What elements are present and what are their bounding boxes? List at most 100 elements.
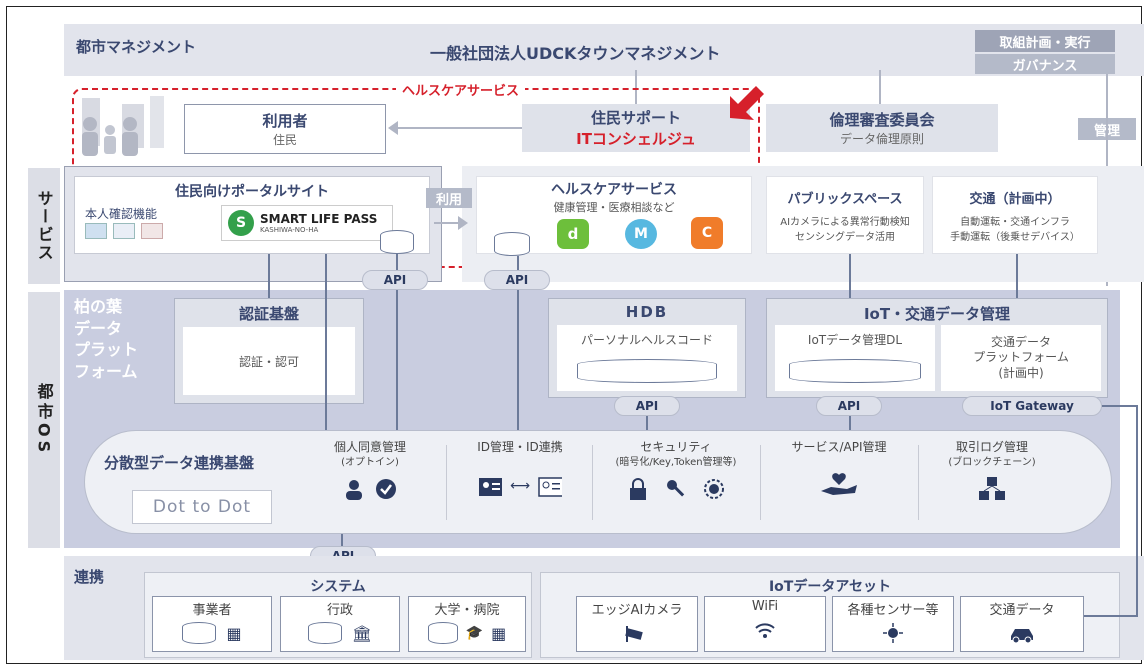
dot-to-dot-logo: Dot to Dot [132, 490, 272, 524]
family-icon [82, 96, 164, 156]
line-portal-auth [268, 254, 270, 298]
line-hdb-api [646, 398, 648, 440]
api-pill-iot: API [816, 396, 882, 416]
government-icon: 🏛 [351, 623, 373, 643]
link-arrow-icon: ⟷ [509, 477, 531, 494]
lock-icon [626, 477, 650, 501]
check-icon [374, 477, 398, 501]
system-item-univ: 大学・病院 🎓▦ [408, 596, 526, 652]
gateway-connector-h2 [1084, 615, 1138, 617]
arrow-portal-health [434, 222, 460, 224]
line-traffic [1016, 254, 1018, 298]
traffic-line2: 手動運転（後乗せデバイス） [950, 231, 1080, 243]
health-title: ヘルスケアサービス [551, 182, 677, 198]
id-card-icon-3 [141, 223, 163, 239]
id-card-icon-2 [113, 223, 135, 239]
line-public [849, 254, 851, 298]
traffic-line1: 自動運転・交通インフラ [960, 216, 1070, 228]
public-space-box: パブリックスペース AIカメラによる異常行動検知 センシングデータ活用 [766, 176, 924, 254]
iot-item-edge-ai: エッジAIカメラ [576, 596, 698, 652]
user-sub: 住民 [272, 133, 297, 147]
building-icon: ▦ [226, 623, 242, 643]
key-icon [664, 477, 688, 501]
system-item-gov: 行政 🏛 [280, 596, 400, 652]
auth-base-title: 認証基盤 [238, 305, 299, 323]
hospital-icon: ▦ [491, 623, 507, 643]
udck-org-title: 一般社団法人UDCKタウンマネジメント [430, 44, 721, 63]
health-db-icon [494, 232, 530, 256]
consent-mgmt: 個人同意管理(オプトイン) [300, 440, 440, 526]
security: セキュリティ(暗号化/Key,Token管理等) [596, 440, 756, 526]
arrow-mgmt-ethics [879, 70, 881, 104]
line-api-1 [396, 254, 398, 444]
city-management-label: 都市マネジメント [76, 38, 197, 56]
portal-db-icon [380, 230, 414, 254]
plan-execute-tag: 取組計画・実行 [975, 30, 1115, 52]
iot-item-wifi: WiFi [704, 596, 826, 652]
system-item-business: 事業者 ▦ [152, 596, 272, 652]
arrow-mgmt-support [635, 70, 637, 104]
iot-db-icon [789, 359, 921, 383]
public-title: パブリックスペース [787, 191, 903, 207]
id-card-icon [478, 474, 502, 498]
sensor-icon [883, 623, 903, 643]
person-icon [342, 477, 366, 501]
red-highlight-arrow [730, 86, 764, 120]
user-title: 利用者 [262, 112, 308, 130]
smart-life-pass-logo[interactable]: S SMART LIFE PASS KASHIWA-NO-HA [221, 205, 393, 241]
hdb-box: HDB パーソナルヘルスコード [548, 298, 746, 398]
line-api-2 [517, 256, 519, 444]
slp-logo-icon: S [228, 210, 254, 236]
transaction-log-mgmt: 取引ログ管理(ブロックチェーン) [922, 440, 1062, 526]
id-mgmt: ID管理・ID連携 ⟷ [452, 440, 588, 526]
iot-mgmt-title: IoT・交通データ管理 [863, 305, 1011, 323]
slp-main-text: SMART LIFE PASS [260, 212, 378, 226]
iot-mgmt-box: IoT・交通データ管理 IoTデータ管理DL 交通データプラットフォーム(計画中… [766, 298, 1108, 398]
os-side-label: 都市OS [28, 292, 60, 548]
ethics-sub: データ倫理原則 [839, 132, 924, 146]
portal-box: 住民向けポータルサイト 本人確認機能 S SMART LIFE PASS KAS… [74, 176, 430, 254]
arrow-head-user [388, 121, 398, 135]
system-title: システム [310, 579, 366, 595]
support-title: 住民サポート [590, 109, 681, 127]
api-pill-1: API [362, 270, 428, 290]
line-portal-consent [325, 254, 327, 444]
support-box: 住民サポート ITコンシェルジュ [522, 104, 750, 152]
bunsan-title: 分散型データ連携基盤 [104, 454, 255, 472]
public-line2: センシングデータ活用 [795, 231, 895, 243]
api-pill-2: API [484, 270, 550, 290]
hand-heart-icon [819, 472, 859, 496]
m-app-icon[interactable]: M [625, 219, 657, 249]
auth-base-box: 認証基盤 認証・認可 [174, 298, 364, 404]
iot-assets-title: IoTデータアセット [768, 579, 892, 595]
kashiwa-platform-title: 柏の葉データプラットフォーム [74, 297, 139, 381]
traffic-platform-box: 交通データプラットフォーム(計画中) [941, 325, 1101, 391]
service-side-label: サービス [28, 168, 60, 284]
iot-gateway-pill: IoT Gateway [962, 396, 1102, 416]
renkei-label: 連携 [74, 568, 105, 586]
governance-tag: ガバナンス [975, 54, 1115, 74]
support-sub: ITコンシェルジュ [576, 130, 696, 148]
wellcare-app-icon[interactable]: d [557, 219, 589, 249]
city-management-band [64, 24, 1144, 76]
public-line1: AIカメラによる異常行動検知 [780, 216, 910, 228]
camera-icon [625, 626, 643, 642]
auth-base-sub: 認証・認可 [183, 327, 355, 395]
hdb-db-icon [577, 359, 717, 383]
ethics-box: 倫理審査委員会 データ倫理原則 [766, 104, 998, 152]
line-iot-api [849, 398, 851, 440]
iot-item-traffic-data: 交通データ [960, 596, 1084, 652]
iot-item-sensors: 各種センサー等 [832, 596, 954, 652]
gateway-connector-h [1102, 405, 1138, 407]
arrow-head-health [458, 216, 468, 230]
slp-sub-text: KASHIWA-NO-HA [260, 226, 319, 234]
ethics-title: 倫理審査委員会 [829, 111, 935, 129]
hdb-title: HDB [625, 303, 669, 321]
arrow-support-user [390, 127, 522, 129]
iot-dl-label: IoTデータ管理DL [807, 333, 903, 347]
id-badge-icon [538, 474, 563, 498]
gateway-connector-v [1136, 405, 1138, 617]
token-badge-icon [702, 477, 726, 501]
calomama-app-icon[interactable]: C [691, 217, 723, 249]
hdb-sub: パーソナルヘルスコード [580, 333, 713, 347]
